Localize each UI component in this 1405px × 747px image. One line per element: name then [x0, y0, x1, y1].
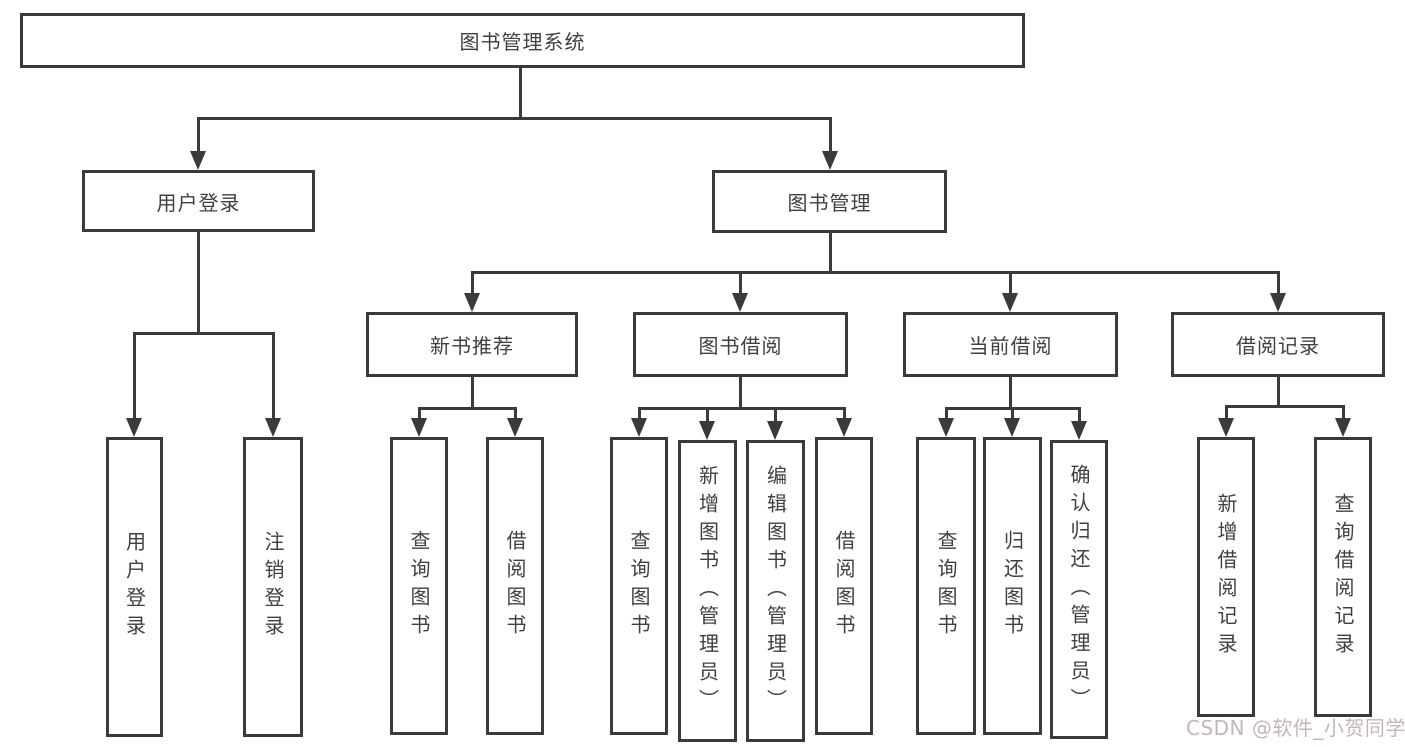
connector-line	[133, 332, 275, 335]
connector-line	[133, 332, 136, 420]
arrow-down-icon	[1270, 293, 1286, 312]
connector-line	[843, 407, 846, 421]
connector-line	[774, 407, 777, 424]
node-br-add-record: 新增借阅记录	[1197, 437, 1255, 717]
connector-line	[638, 407, 846, 410]
node-book-mgmt-label: 图书管理	[787, 191, 872, 215]
node-cb-confirm-return-label: 确认归还（管理员）	[1067, 463, 1091, 716]
arrow-down-icon	[1004, 418, 1020, 437]
connector-line	[272, 332, 275, 420]
connector-line	[519, 68, 522, 120]
node-borrow-records-label: 借阅记录	[1236, 334, 1320, 358]
connector-line	[1277, 377, 1280, 408]
connector-line	[471, 271, 474, 296]
node-bb-edit-book-label: 编辑图书（管理员）	[763, 465, 788, 717]
connector-line	[197, 117, 832, 120]
arrow-down-icon	[464, 293, 480, 312]
node-cb-confirm-return: 确认归还（管理员）	[1050, 440, 1108, 739]
node-rec-borrow-book: 借阅图书	[486, 437, 544, 735]
arrow-down-icon	[507, 418, 523, 437]
node-logout-label: 注销登录	[261, 531, 285, 643]
connector-line	[418, 407, 421, 421]
node-current-borrow: 当前借阅	[903, 312, 1118, 377]
connector-line	[1225, 405, 1345, 408]
connector-line	[945, 407, 948, 421]
node-new-book-rec: 新书推荐	[366, 312, 578, 377]
node-bb-add-book-label: 新增图书（管理员）	[695, 465, 720, 717]
arrow-down-icon	[126, 418, 142, 437]
node-cb-query-book-label: 查询图书	[934, 530, 958, 642]
connector-line	[471, 271, 1280, 274]
arrow-down-icon	[190, 151, 206, 170]
node-cb-return-book: 归还图书	[983, 437, 1042, 735]
arrow-down-icon	[265, 418, 281, 437]
node-rec-borrow-book-label: 借阅图书	[503, 530, 527, 642]
connector-line	[197, 232, 200, 335]
connector-line	[1277, 271, 1280, 296]
connector-line	[638, 407, 641, 421]
connector-line	[706, 407, 709, 424]
node-bb-borrow-book-label: 借阅图书	[832, 530, 856, 642]
node-cb-return-book-label: 归还图书	[1000, 530, 1025, 642]
connector-line	[739, 377, 742, 410]
connector-line	[739, 271, 742, 296]
arrow-down-icon	[699, 421, 715, 440]
connector-line	[829, 117, 832, 154]
arrow-down-icon	[822, 151, 838, 170]
node-bb-borrow-book: 借阅图书	[815, 437, 873, 735]
connector-line	[1009, 271, 1012, 296]
node-root: 图书管理系统	[20, 13, 1025, 68]
node-user-login-label: 用户登录	[156, 190, 241, 215]
arrow-down-icon	[631, 418, 647, 437]
node-new-book-rec-label: 新书推荐	[430, 334, 514, 358]
node-bb-query-book-label: 查询图书	[627, 530, 651, 642]
node-br-query-record: 查询借阅记录	[1314, 437, 1372, 717]
node-borrow-records: 借阅记录	[1171, 312, 1385, 377]
connector-line	[1225, 405, 1228, 421]
connector-line	[1342, 405, 1345, 421]
arrow-down-icon	[1071, 421, 1087, 440]
node-current-borrow-label: 当前借阅	[968, 334, 1053, 358]
connector-line	[471, 377, 474, 410]
arrow-down-icon	[938, 418, 954, 437]
connector-line	[1078, 407, 1081, 424]
arrow-down-icon	[1002, 293, 1018, 312]
node-rec-query-book: 查询图书	[390, 437, 448, 735]
connector-line	[197, 117, 200, 154]
node-root-label: 图书管理系统	[459, 30, 586, 54]
arrow-down-icon	[836, 418, 852, 437]
node-br-query-record-label: 查询借阅记录	[1331, 493, 1355, 661]
node-user-login-action-label: 用户登录	[122, 531, 147, 643]
node-bb-add-book: 新增图书（管理员）	[678, 440, 737, 742]
connector-line	[1011, 407, 1014, 421]
connector-line	[418, 407, 517, 410]
node-book-mgmt: 图书管理	[712, 170, 947, 233]
node-rec-query-book-label: 查询图书	[407, 530, 431, 642]
arrow-down-icon	[1335, 418, 1351, 437]
node-book-borrow-label: 图书借阅	[698, 334, 783, 358]
node-book-borrow: 图书借阅	[633, 312, 848, 377]
arrow-down-icon	[767, 421, 783, 440]
node-logout: 注销登录	[243, 437, 303, 737]
csdn-watermark: CSDN @软件_小贺同学	[1186, 716, 1405, 740]
arrow-down-icon	[732, 293, 748, 312]
arrow-down-icon	[411, 418, 427, 437]
connector-line	[1009, 377, 1012, 410]
node-bb-query-book: 查询图书	[610, 437, 668, 735]
connector-line	[829, 233, 832, 274]
node-cb-query-book: 查询图书	[916, 437, 976, 735]
node-user-login: 用户登录	[82, 170, 315, 232]
arrow-down-icon	[1218, 418, 1234, 437]
node-user-login-action: 用户登录	[106, 437, 163, 737]
node-bb-edit-book: 编辑图书（管理员）	[746, 440, 805, 742]
connector-line	[514, 407, 517, 421]
node-br-add-record-label: 新增借阅记录	[1214, 493, 1238, 661]
